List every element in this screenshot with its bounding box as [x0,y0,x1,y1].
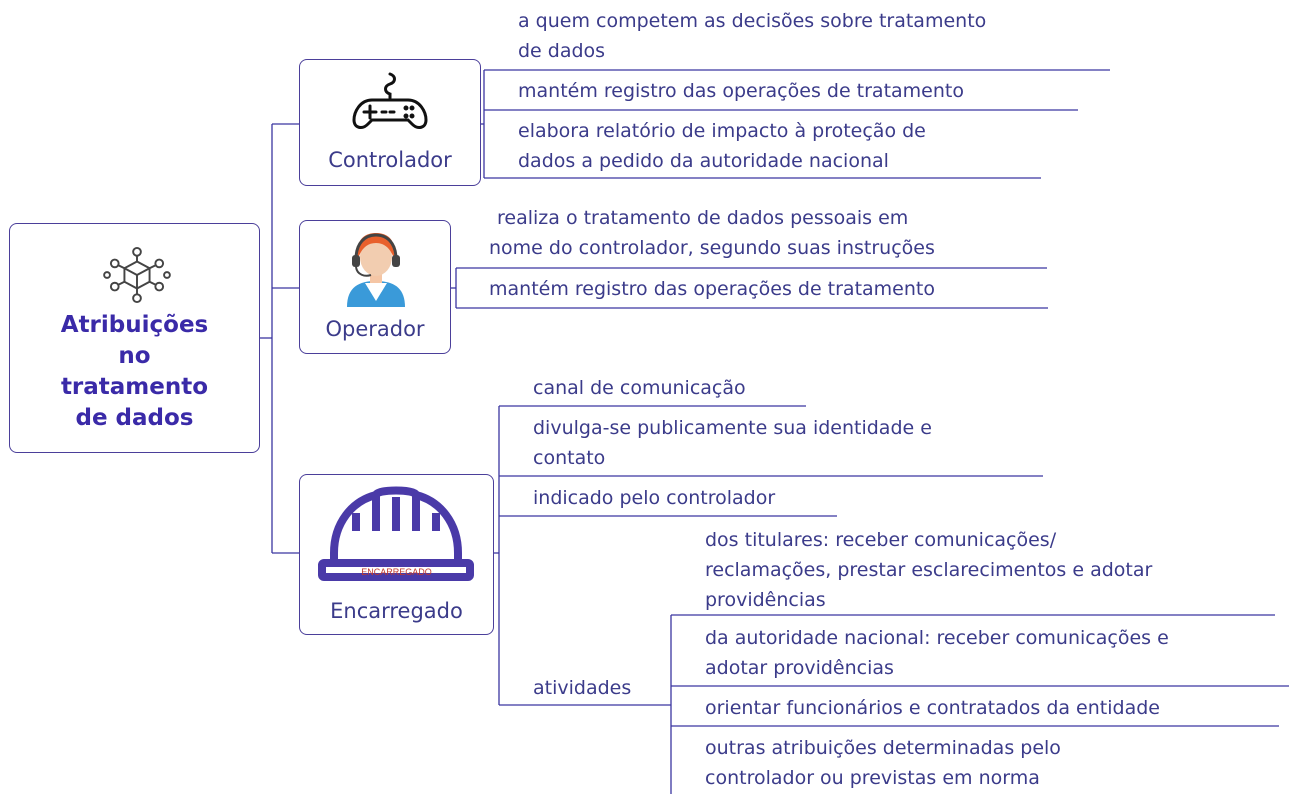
gamepad-icon [352,72,428,129]
atividades-item-1: dos titulares: receber comunicações/ rec… [705,529,1153,611]
encarregado-item-1: canal de comunicação [533,377,746,399]
root-node[interactable]: Atribuições no tratamento de dados [9,223,260,453]
encarregado-label: Encarregado [330,599,463,623]
encarregado-item-2: divulga-se publicamente sua identidade e… [533,417,932,469]
controlador-item-2: mantém registro das operações de tratame… [518,80,964,102]
operador-item-1: realiza o tratamento de dados pessoais e… [489,207,935,259]
atividades-item-2: da autoridade nacional: receber comunica… [705,627,1169,679]
operador-label: Operador [325,317,425,341]
atividades-item-3: orientar funcionários e contratados da e… [705,697,1160,719]
operador-node[interactable]: Operador [299,220,451,354]
controlador-label: Controlador [328,148,452,172]
headset-operator-icon [347,233,405,307]
encarregado-node[interactable]: ENCARREGADO Encarregado [299,474,494,635]
operador-item-2: mantém registro das operações de tratame… [489,278,935,300]
encarregado-item-3: indicado pelo controlador [533,487,776,509]
controlador-item-3: elabora relatório de impacto à proteção … [518,120,926,172]
hard-hat-icon-text: ENCARREGADO [361,567,432,577]
network-cube-icon [103,246,171,304]
hard-hat-icon [318,486,474,581]
root-title: Atribuições no tratamento de dados [60,312,209,431]
controlador-node[interactable]: Controlador [299,59,481,186]
controlador-item-1: a quem competem as decisões sobre tratam… [518,10,987,62]
atividades-label: atividades [533,677,632,699]
